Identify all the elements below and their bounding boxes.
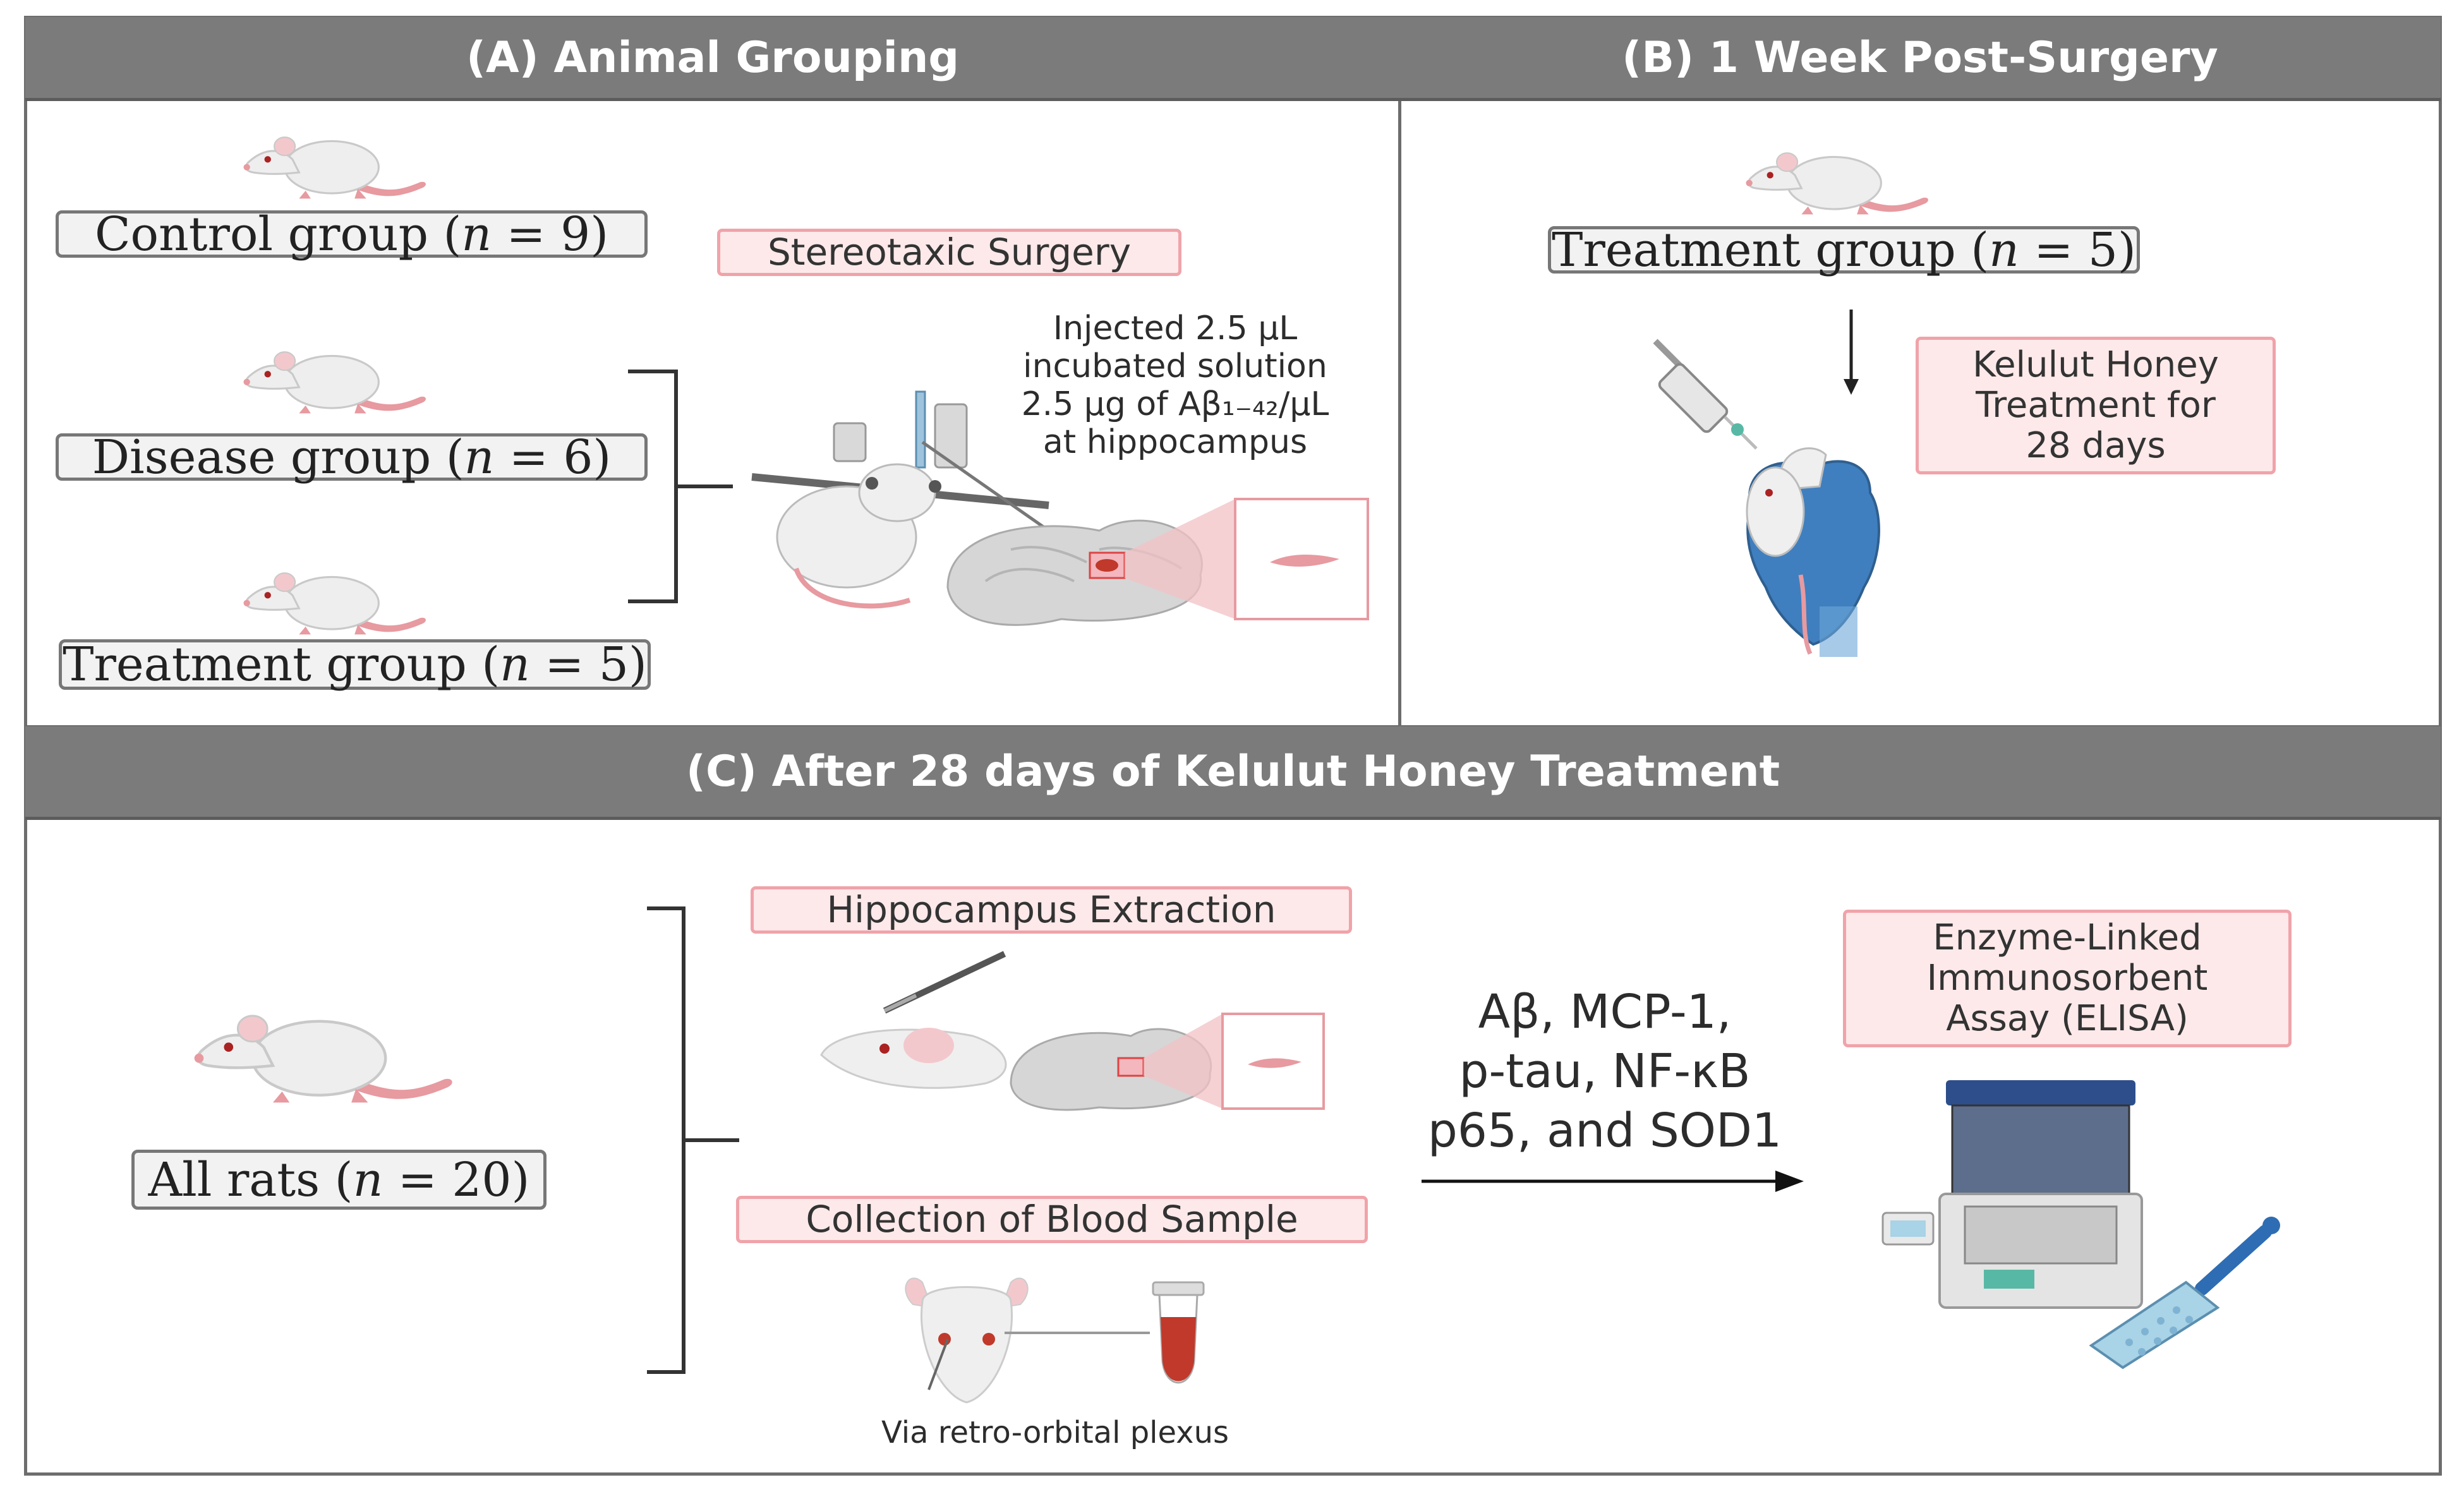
disease-group-box: Disease group (n = 6) xyxy=(56,430,648,485)
injection-line-2: incubated solution xyxy=(1023,347,1327,385)
rat-icon xyxy=(1736,136,1932,221)
elisa-box: Enzyme-Linked Immunosorbent Assay (ELISA… xyxy=(1843,910,2292,1047)
rat-head-icon xyxy=(820,1028,1007,1089)
down-arrow-icon xyxy=(1844,310,1859,395)
disease-group-label: Disease group xyxy=(92,430,432,485)
markers-line-1: Aβ, MCP-1, xyxy=(1478,985,1732,1039)
treatment-line-3: 28 days xyxy=(2026,425,2166,466)
elisa-line-2: Immunosorbent xyxy=(1926,958,2208,999)
injection-line-4: at hippocampus xyxy=(1042,423,1308,461)
all-rats-box: All rats (n = 20) xyxy=(131,1150,547,1210)
markers-line-2: p-tau, NF-κB xyxy=(1459,1044,1751,1099)
injection-line-3: 2.5 µg of Aβ₁₋₄₂/µL xyxy=(1021,385,1329,423)
treatment-group-n: 5 xyxy=(598,637,629,692)
brain-icon xyxy=(946,498,1369,626)
b-treatment-group-box: Treatment group (n = 5) xyxy=(1548,222,2140,277)
collection-bracket xyxy=(647,906,739,1374)
panel-b-title: (B) 1 Week Post-Surgery xyxy=(1399,17,2441,101)
markers-line-3: p65, and SOD1 xyxy=(1427,1104,1782,1158)
control-group-box: Control group (n = 9) xyxy=(56,207,648,262)
treatment-line-2: Treatment for xyxy=(1976,385,2216,426)
all-rats-n: 20 xyxy=(452,1152,512,1207)
panel-a-title: (A) Animal Grouping xyxy=(25,17,1400,101)
pipette-icon xyxy=(2195,1217,2280,1296)
syringe-icon xyxy=(1653,339,1758,450)
stereotaxic-surgery-label: Stereotaxic Surgery xyxy=(717,229,1181,276)
blood-collection-label: Collection of Blood Sample xyxy=(736,1196,1368,1243)
disease-group-n: 6 xyxy=(563,430,593,485)
elisa-reader-icon xyxy=(1881,1080,2143,1309)
treatment-group-label: Treatment group xyxy=(63,637,467,692)
stereotaxic-apparatus-icon xyxy=(751,390,1050,609)
elisa-line-3: Assay (ELISA) xyxy=(1946,998,2189,1039)
blood-note: Via retro-orbital plexus xyxy=(881,1415,1229,1450)
rat-icon xyxy=(234,335,430,420)
hippocampus-extraction-label: Hippocampus Extraction xyxy=(751,886,1352,934)
injection-note: Injected 2.5 µL incubated solution 2.5 µ… xyxy=(979,310,1371,461)
blood-tube-icon xyxy=(1152,1281,1205,1384)
brain-icon xyxy=(1010,1013,1325,1111)
well-plate-icon xyxy=(2089,1280,2220,1370)
treatment-line-1: Kelulut Honey xyxy=(1972,344,2219,385)
kelulut-treatment-box: Kelulut Honey Treatment for 28 days xyxy=(1916,337,2276,474)
panel-c-title: (C) After 28 days of Kelulut Honey Treat… xyxy=(25,726,2441,820)
control-group-n: 9 xyxy=(560,207,591,262)
gloved-hand-icon xyxy=(1746,447,1880,657)
all-rats-label: All rats xyxy=(148,1152,320,1207)
capillary-line xyxy=(1005,1332,1150,1334)
rat-icon xyxy=(234,556,430,641)
injection-line-1: Injected 2.5 µL xyxy=(1053,310,1298,347)
rat-icon xyxy=(180,992,458,1112)
rat-icon xyxy=(234,120,430,205)
markers-text: Aβ, MCP-1, p-tau, NF-κB p65, and SOD1 xyxy=(1415,982,1794,1160)
control-group-label: Control group xyxy=(94,207,428,262)
right-arrow-icon xyxy=(1422,1171,1804,1192)
group-bracket xyxy=(628,370,733,603)
rat-face-icon xyxy=(905,1277,1029,1404)
scalpel-icon xyxy=(883,951,1006,1014)
elisa-line-1: Enzyme-Linked xyxy=(1933,917,2202,958)
b-treatment-group-label: Treatment group xyxy=(1552,222,1956,277)
b-treatment-group-n: 5 xyxy=(2087,222,2118,277)
treatment-group-box: Treatment group (n = 5) xyxy=(59,637,651,692)
